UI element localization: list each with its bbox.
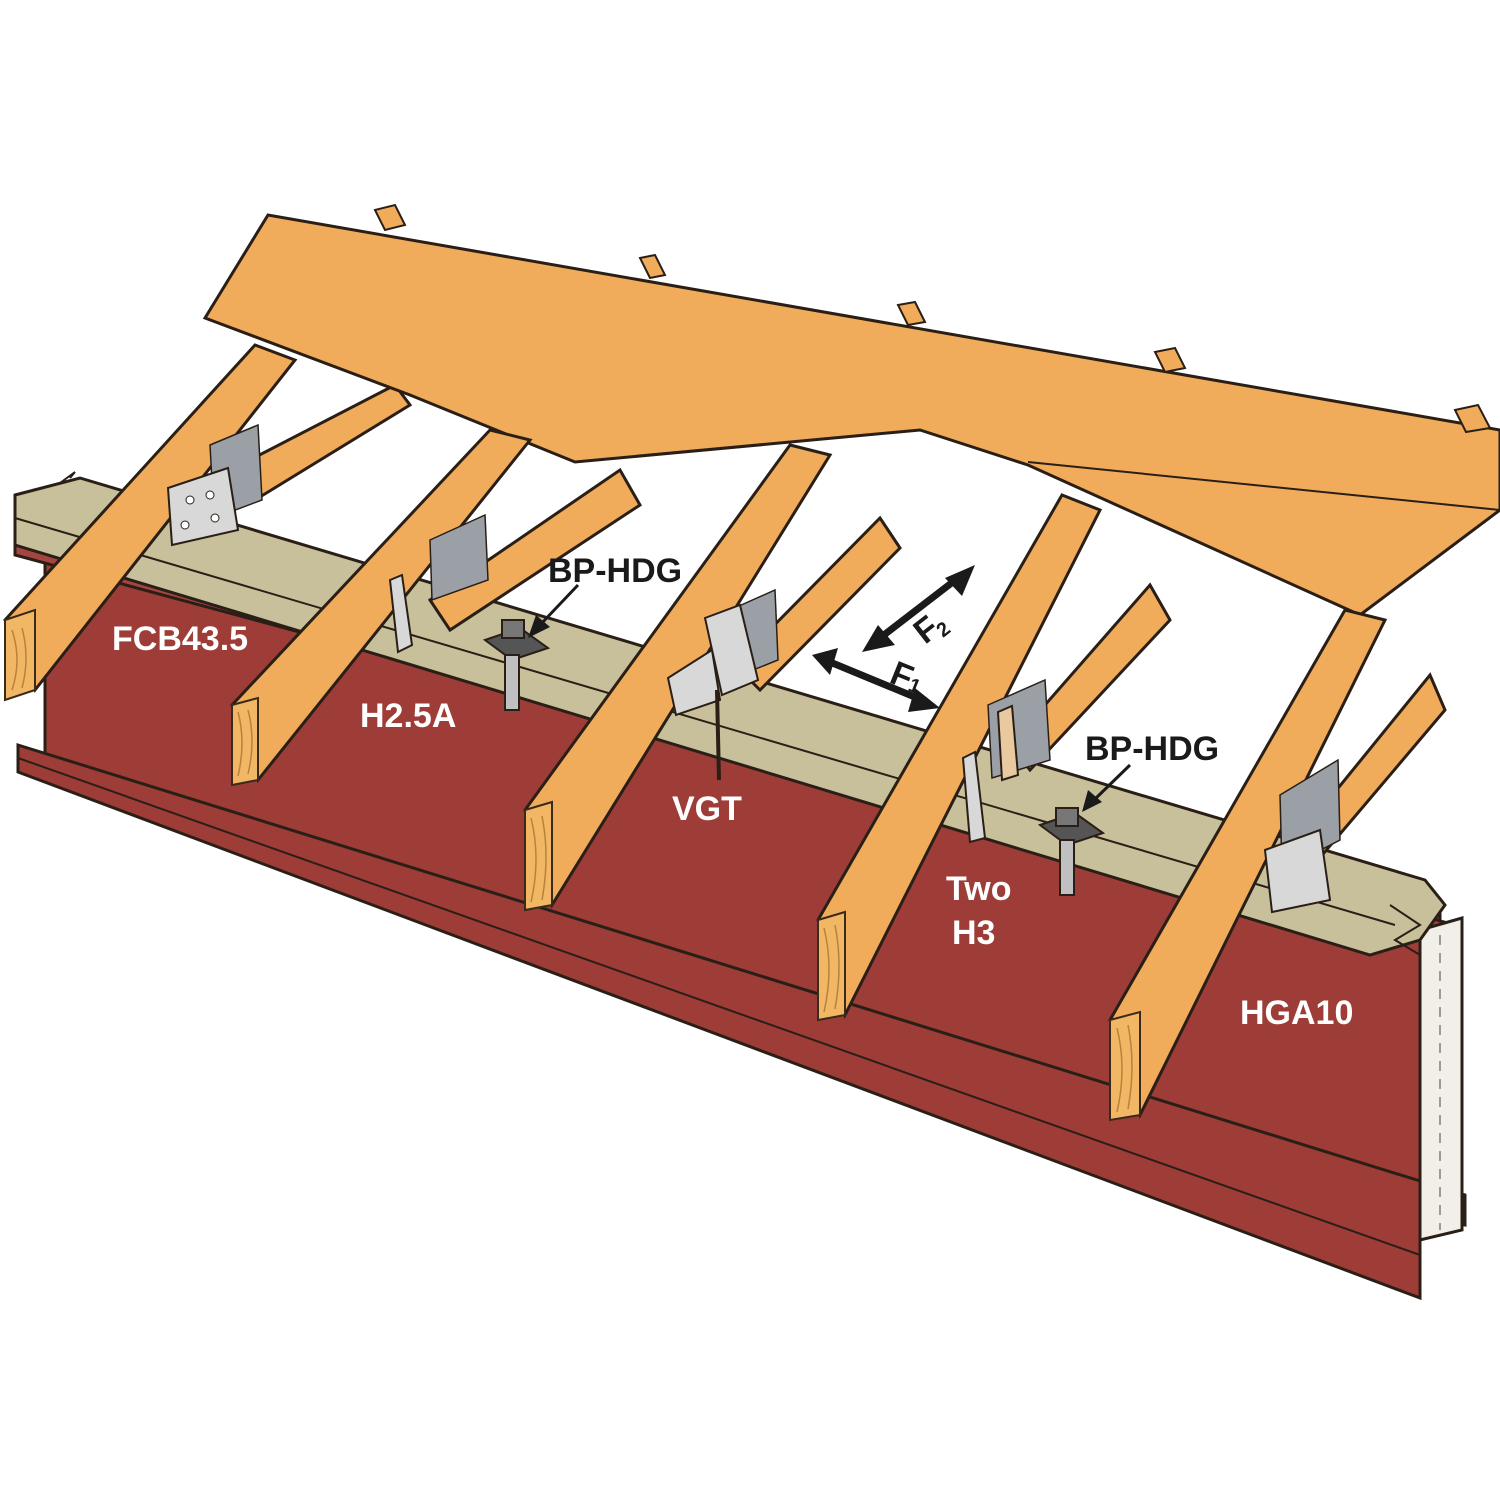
- h3-connector: [961, 704, 1020, 844]
- label-bp-hdg-left: BP-HDG: [548, 552, 682, 590]
- rafter-ends: [4, 608, 1141, 1122]
- vgt-connector: [666, 603, 760, 781]
- label-fcb43-5: FCB43.5: [112, 620, 248, 658]
- h25a-connector: [388, 573, 414, 654]
- label-hga10: HGA10: [1240, 994, 1353, 1032]
- label-h3: H3: [952, 914, 995, 952]
- label-h2-5a: H2.5A: [360, 697, 456, 735]
- bp-hdg-left-connector: [482, 619, 551, 711]
- bp-hdg-right-connector: [1037, 807, 1106, 896]
- rafters: [3, 343, 1388, 1120]
- label-two: Two: [946, 870, 1011, 908]
- label-bp-hdg-right: BP-HDG: [1085, 730, 1219, 768]
- fcb-connector: [166, 466, 240, 547]
- force-arrows: [812, 565, 975, 712]
- hga10-connector: [1263, 828, 1332, 914]
- top-chord: [202, 203, 1500, 617]
- label-vgt: VGT: [672, 790, 742, 828]
- leader-lines: [528, 583, 1132, 812]
